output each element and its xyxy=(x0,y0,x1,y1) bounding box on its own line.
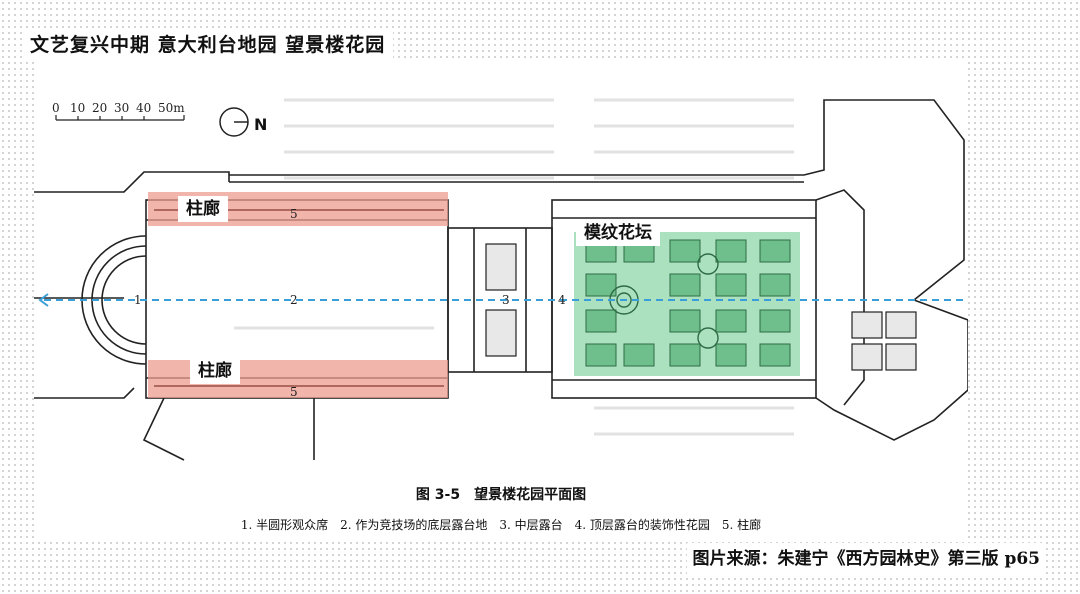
parterre-beds xyxy=(585,239,791,367)
site-plan-drawing: 0 10 20 30 40 50m N xyxy=(34,98,968,461)
figure-caption: 图 3-5 望景楼花园平面图 xyxy=(415,487,587,503)
scale-tick-20: 20 xyxy=(92,101,107,115)
scale-bar xyxy=(55,115,185,121)
north-arrow-icon xyxy=(219,107,249,137)
image-source-credit: 图片来源：朱建宁《西方园林史》第三版 p65 xyxy=(686,543,1046,575)
middle-terrace-beds xyxy=(485,243,517,357)
slide-title: 文艺复兴中期 意大利台地园 望景楼花园 xyxy=(22,28,394,62)
plan-number-3: 3 xyxy=(502,293,510,307)
central-axis-line xyxy=(38,293,968,307)
label-parterre: 模纹花坛 xyxy=(576,220,660,246)
background-text-lines xyxy=(234,98,794,436)
plan-number-2: 2 xyxy=(290,293,298,307)
plan-number-5-bottom: 5 xyxy=(290,385,298,399)
north-label: N xyxy=(254,115,267,134)
plan-number-1: 1 xyxy=(134,293,142,307)
scale-tick-50: 50m xyxy=(158,101,185,115)
plan-number-5-top: 5 xyxy=(290,207,298,221)
scale-tick-0: 0 xyxy=(52,101,60,115)
scale-tick-10: 10 xyxy=(70,101,85,115)
courtyard-beds xyxy=(851,311,917,371)
scale-tick-40: 40 xyxy=(136,101,151,115)
figure-legend: 1. 半圆形观众席 2. 作为竞技场的底层露台地 3. 中层露台 4. 顶层露台… xyxy=(240,518,762,532)
label-colonnade-top: 柱廊 xyxy=(178,196,228,222)
plan-number-4: 4 xyxy=(558,293,566,307)
label-colonnade-bottom: 柱廊 xyxy=(190,358,240,384)
scale-tick-30: 30 xyxy=(114,101,129,115)
site-plan-figure: 0 10 20 30 40 50m N xyxy=(34,60,968,542)
